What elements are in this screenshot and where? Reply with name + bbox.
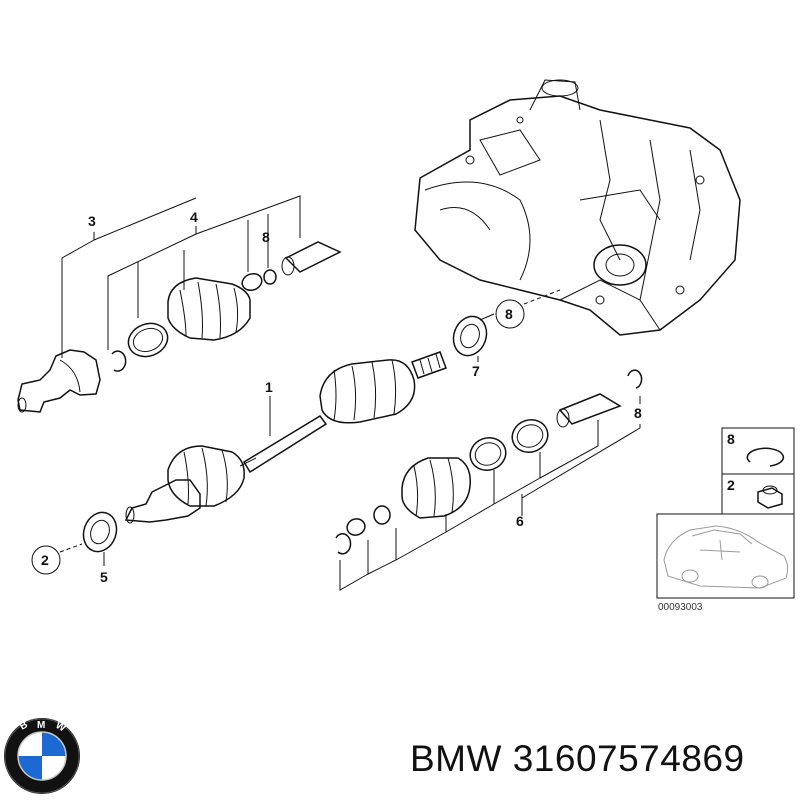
part-number: 31607574869 [512, 738, 745, 779]
brand-name: BMW [410, 738, 502, 779]
legend-number-8: 8 [727, 431, 735, 447]
callout-8-circle [495, 299, 525, 329]
snap-ring-icon [746, 447, 785, 467]
callout-2: 2 [41, 552, 49, 568]
leader-lines [59, 195, 641, 591]
callout-3: 3 [88, 213, 96, 229]
callout-5: 5 [100, 569, 108, 585]
callout-6: 6 [516, 513, 524, 529]
upper-left-exploded-group [17, 241, 342, 413]
svg-text:B: B [18, 719, 30, 732]
reference-code: 00093003 [658, 602, 703, 613]
callout-1: 1 [265, 379, 273, 395]
callout-7: 7 [472, 363, 480, 379]
seal-ring-5 [82, 511, 118, 553]
seal-ring-7 [452, 315, 488, 357]
callout-8-top: 8 [262, 229, 270, 245]
svg-text:M: M [37, 720, 45, 731]
brand-part-number-line: BMW 31607574869 [410, 738, 745, 780]
callout-8-gearbox: 8 [505, 306, 513, 322]
car-thumbnail-icon [663, 525, 789, 589]
car-thumbnail-frame [656, 513, 795, 599]
callout-4: 4 [190, 209, 198, 225]
drive-shaft-assembly [124, 351, 447, 524]
legend-panel: 8 2 00093003 [656, 427, 795, 613]
callout-2-circle [31, 545, 61, 575]
lower-right-exploded-group [335, 369, 643, 555]
callout-labels: 3 4 8 1 2 5 8 7 6 8 [31, 209, 642, 585]
legend-number-2: 2 [727, 477, 735, 493]
bmw-logo: B M W [4, 718, 80, 794]
nut-icon [757, 485, 783, 509]
gearbox-illustration [414, 79, 741, 336]
callout-8-right: 8 [634, 405, 642, 421]
